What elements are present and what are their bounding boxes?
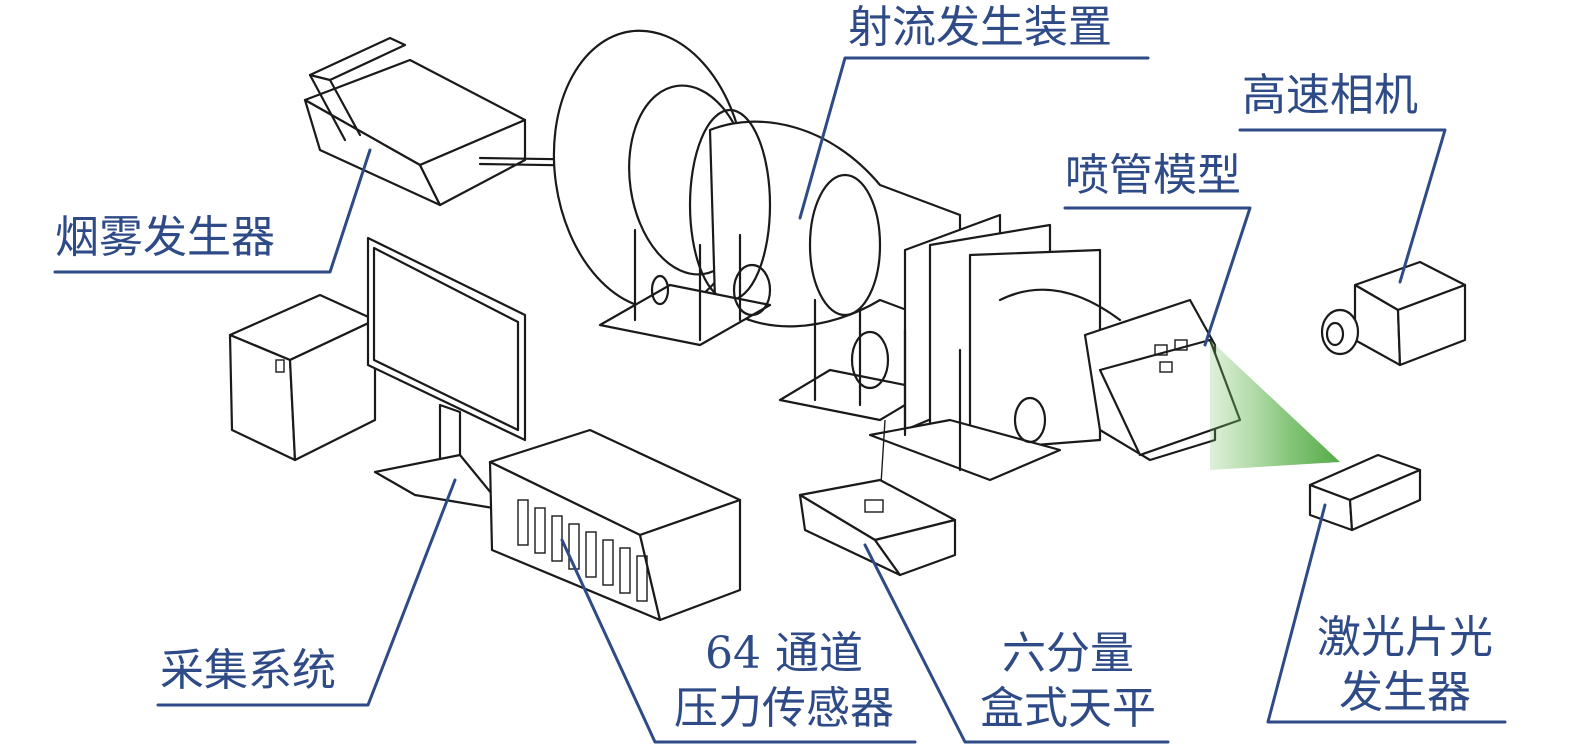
label-acquisition-system: 采集系统 [160,645,336,696]
laser-sheet-generator [1308,453,1422,532]
label-pressure-sensor-line1: 64 通道 [705,628,863,679]
high-speed-camera [1320,260,1467,367]
six-component-balance [798,419,957,577]
leader-smoke-generator [53,148,372,274]
label-jet-generator: 射流发生装置 [848,2,1112,53]
leader-balance [863,543,1170,744]
laser-light-sheet [1210,340,1340,470]
leader-acquisition [156,478,457,707]
label-balance-line1: 六分量 [1002,628,1134,679]
leader-camera [1238,128,1447,284]
label-high-speed-camera: 高速相机 [1242,70,1418,121]
label-laser-generator-line1: 激光片光 [1317,612,1493,663]
smoke-generator-box [303,36,612,207]
label-balance-line2: 盒式天平 [980,683,1156,734]
pressure-sensor-box [488,428,742,622]
label-nozzle-model: 喷管模型 [1065,150,1241,201]
label-pressure-sensor-line2: 压力传感器 [674,683,894,734]
jet-generator-apparatus [552,29,1122,482]
leader-pressure-sensor [560,538,917,744]
leader-laser-generator [1266,503,1507,724]
leader-jet-generator [798,56,1150,220]
leader-nozzle [1063,206,1252,347]
acquisition-computer [228,236,527,512]
label-laser-generator-line2: 发生器 [1339,667,1471,718]
label-smoke-generator: 烟雾发生器 [55,212,275,263]
